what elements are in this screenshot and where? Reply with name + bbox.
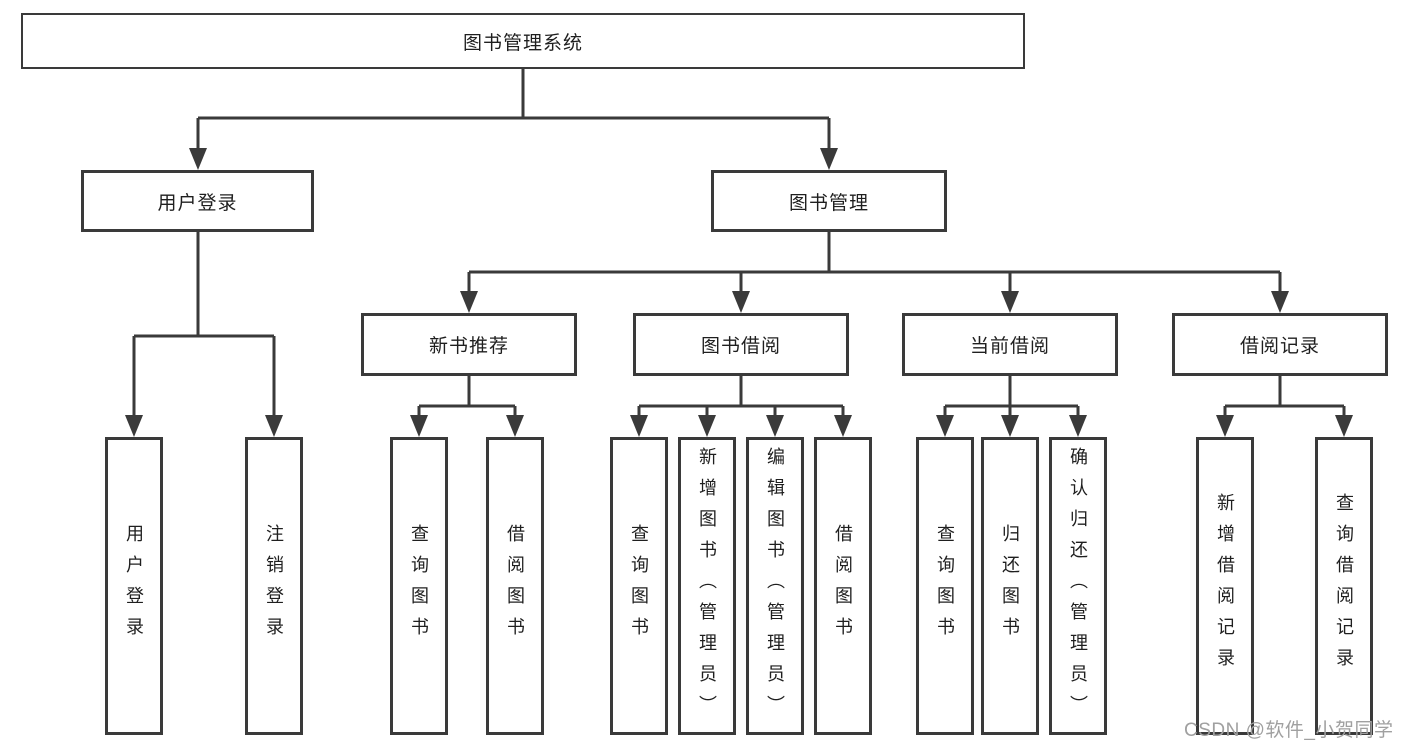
node-user-login: 用户登录 [81, 170, 314, 232]
node-borrow-records: 借阅记录 [1172, 313, 1388, 376]
leaf-add-borrow-record-label: 新增借阅记录 [1215, 493, 1235, 679]
leaf-query-books-borrow: 查询图书 [610, 437, 668, 735]
leaf-query-books-borrow-label: 查询图书 [629, 524, 649, 648]
node-book-management: 图书管理 [711, 170, 947, 232]
node-book-borrow-label: 图书借阅 [700, 336, 781, 357]
leaf-query-borrow-record-label: 查询借阅记录 [1334, 493, 1354, 679]
node-book-borrow: 图书借阅 [633, 313, 849, 376]
node-borrow-records-label: 借阅记录 [1239, 336, 1320, 357]
node-current-borrow: 当前借阅 [902, 313, 1118, 376]
leaf-edit-book-admin-label: 编辑图书（管理员） [765, 446, 785, 726]
node-root-label: 图书管理系统 [462, 32, 583, 54]
leaf-confirm-return-admin-label: 确认归还（管理员） [1068, 446, 1088, 726]
leaf-add-book-admin-label: 新增图书（管理员） [697, 446, 717, 726]
leaf-logout-label: 注销登录 [264, 524, 284, 648]
leaf-query-books-current: 查询图书 [916, 437, 974, 735]
leaf-query-books-recommend-label: 查询图书 [409, 524, 429, 648]
node-current-borrow-label: 当前借阅 [969, 336, 1050, 357]
node-user-login-label: 用户登录 [157, 192, 238, 214]
leaf-borrow-books: 借阅图书 [814, 437, 872, 735]
leaf-query-books-current-label: 查询图书 [935, 524, 955, 648]
node-root: 图书管理系统 [21, 13, 1025, 69]
leaf-edit-book-admin: 编辑图书（管理员） [746, 437, 804, 735]
leaf-query-books-recommend: 查询图书 [390, 437, 448, 735]
leaf-confirm-return-admin: 确认归还（管理员） [1049, 437, 1107, 735]
leaf-logout: 注销登录 [245, 437, 303, 735]
leaf-borrow-books-label: 借阅图书 [833, 524, 853, 648]
leaf-user-login: 用户登录 [105, 437, 163, 735]
leaf-borrow-books-recommend: 借阅图书 [486, 437, 544, 735]
leaf-user-login-label: 用户登录 [124, 524, 144, 648]
leaf-add-borrow-record: 新增借阅记录 [1196, 437, 1254, 735]
node-new-book-recommend: 新书推荐 [361, 313, 577, 376]
leaf-query-borrow-record: 查询借阅记录 [1315, 437, 1373, 735]
leaf-borrow-books-recommend-label: 借阅图书 [505, 524, 525, 648]
node-book-management-label: 图书管理 [788, 192, 869, 214]
watermark: CSDN @软件_小贺同学 [1184, 720, 1394, 741]
leaf-return-book: 归还图书 [981, 437, 1039, 735]
leaf-return-book-label: 归还图书 [1000, 524, 1020, 648]
node-new-book-recommend-label: 新书推荐 [428, 336, 509, 357]
leaf-add-book-admin: 新增图书（管理员） [678, 437, 736, 735]
